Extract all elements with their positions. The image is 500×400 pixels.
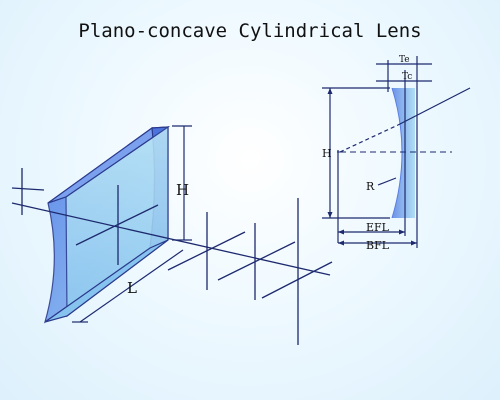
dimension-arrowheads — [327, 88, 417, 246]
radius-pointer — [377, 177, 397, 186]
ray-line — [397, 87, 471, 126]
lens-bottom-face — [44, 239, 169, 323]
bfl-label: BFL — [366, 239, 390, 252]
edge-thickness-label: Te — [399, 55, 410, 65]
arrowhead-bfl-right — [411, 240, 417, 246]
length-dimension-3d — [72, 249, 184, 323]
diagram-title: Plano-concave Cylindrical Lens — [78, 20, 422, 42]
lens-3d — [43, 125, 171, 324]
arrowhead-h-bottom — [327, 212, 333, 218]
crosshair-f2-d — [217, 241, 296, 281]
center-thickness-label: Tc — [402, 72, 412, 82]
arrowhead-efl-left — [338, 229, 344, 235]
arrowhead-h-top — [327, 88, 333, 94]
height-label-side: H — [322, 147, 332, 160]
length-label-3d: L — [127, 279, 137, 297]
arrowhead-bfl-left — [338, 240, 344, 246]
crosshair-center-d — [75, 204, 159, 246]
efl-label: EFL — [366, 221, 390, 234]
arrowhead-efl-right — [399, 229, 405, 235]
virtual-ray — [339, 124, 399, 153]
crosshair-f3-d — [261, 261, 333, 299]
height-dimension-3d — [172, 125, 192, 241]
height-label-3d: H — [176, 181, 189, 199]
crosshair-f1-d — [167, 231, 246, 271]
optical-axis — [11, 168, 333, 345]
axis-line — [11, 202, 331, 276]
radius-label: R — [366, 180, 375, 193]
lens-side-view — [391, 87, 415, 219]
length-dim-line — [79, 249, 184, 323]
side-view-dimensions — [322, 56, 471, 248]
crosshair-left-h — [11, 187, 45, 191]
lens-cross-section — [392, 88, 415, 218]
